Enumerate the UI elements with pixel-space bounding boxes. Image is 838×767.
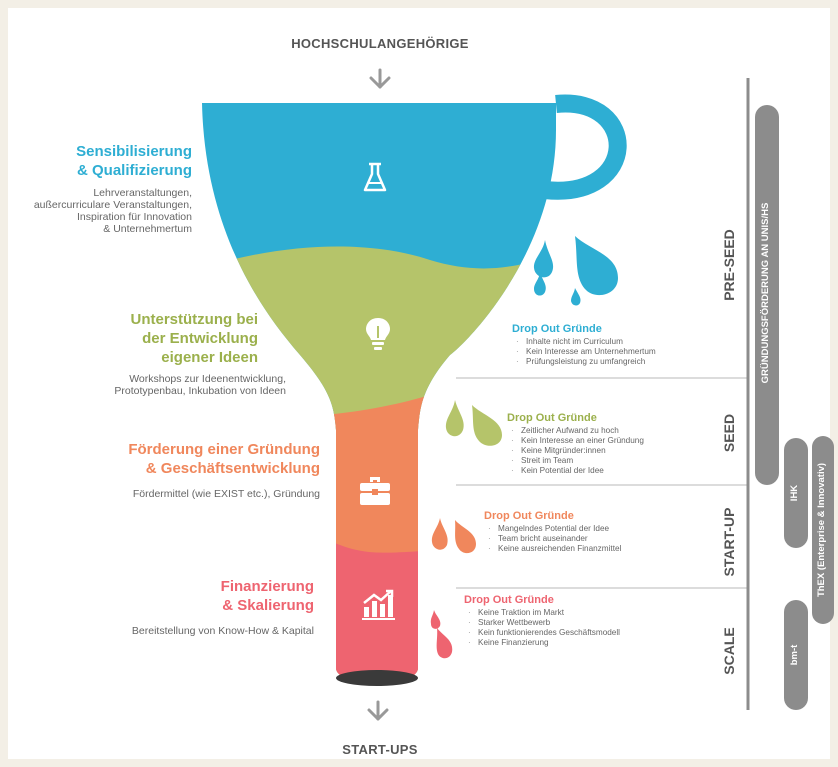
list-item: Inhalte nicht im Curriculum <box>516 337 722 347</box>
dropout-list-2: Drop Out Gründe Zeitlicher Aufwand zu ho… <box>507 412 722 476</box>
list-item: Keine Mitgründer:innen <box>511 446 722 456</box>
pill-ihk <box>784 438 808 548</box>
lightbulb-icon <box>366 318 390 350</box>
stage-3-description: Fördermittel (wie EXIST etc.), Gründung <box>132 488 320 500</box>
growth-chart-icon <box>362 589 395 620</box>
list-item: Starker Wettbewerb <box>468 618 694 628</box>
list-item: Prüfungsleistung zu umfangreich <box>516 357 722 367</box>
green-drops-icon <box>445 400 502 446</box>
red-drops-icon <box>430 610 453 659</box>
stage-1-title: Sensibilisierung & Qualifizierung <box>76 143 192 179</box>
list-item: Mangelndes Potential der Idee <box>488 524 699 534</box>
bottom-label: START-UPS <box>342 742 418 757</box>
stage-3-title: Förderung einer Gründung & Geschäftsentw… <box>128 441 320 477</box>
funnel-outlet <box>336 670 418 686</box>
pill-bm-t <box>784 600 808 710</box>
briefcase-icon <box>360 477 390 505</box>
orange-drops-icon <box>431 518 476 554</box>
list-item: Kein Interesse am Unternehmertum <box>516 347 722 357</box>
phase-label-pre-seed: PRE-SEED <box>721 229 737 301</box>
stage-1-description: Lehrveranstaltungen,außercurriculare Ver… <box>33 187 192 235</box>
list-item: Kein Potential der Idee <box>511 466 722 476</box>
pill-thex-label: ThEX (Enterprise & Innovativ) <box>816 462 827 598</box>
flask-icon <box>363 162 387 192</box>
stage-4-description: Bereitstellung von Know-How & Kapital <box>131 625 314 637</box>
phase-label-start-up: START-UP <box>721 507 737 577</box>
pill-gruendungsfoerderung <box>755 105 779 485</box>
pill-thex <box>812 436 834 624</box>
funnel-handle <box>544 94 627 200</box>
top-label: HOCHSCHULANGEHÖRIGE <box>291 36 469 51</box>
list-item: Streit im Team <box>511 456 722 466</box>
list-item: Team bricht auseinander <box>488 534 699 544</box>
dropout-list-4: Drop Out Gründe Keine Traktion im Markt … <box>464 594 694 648</box>
stage-2-title: Unterstützung bei der Entwicklung eigene… <box>130 311 259 366</box>
phase-label-seed: SEED <box>721 413 737 453</box>
list-item: Kein Interesse an einer Gründung <box>511 436 722 446</box>
phase-label-scale: SCALE <box>721 627 737 675</box>
blue-drops-icon <box>533 236 618 306</box>
dropout-list-3: Drop Out Gründe Mangelndes Potential der… <box>484 510 699 554</box>
list-item: Keine Traktion im Markt <box>468 608 694 618</box>
list-item: Zeitlicher Aufwand zu hoch <box>511 426 722 436</box>
pill-ihk-label: IHK <box>789 484 800 502</box>
stage-2-description: Workshops zur Ideenentwicklung,Prototype… <box>114 373 286 397</box>
arrow-down-icon <box>367 700 389 721</box>
pill-gruendungsfoerderung-label: GRÜNDUNGSFÖRDERUNG AN UNIS/HS <box>760 202 771 384</box>
list-item: Kein funktionierendes Geschäftsmodell <box>468 628 694 638</box>
stage-4-title: Finanzierung & Skalierung <box>220 578 314 614</box>
list-item: Keine ausreichenden Finanzmittel <box>488 544 699 554</box>
pill-bm-t-label: bm-t <box>789 644 800 666</box>
arrow-down-icon <box>369 68 391 89</box>
list-item: Keine Finanzierung <box>468 638 694 648</box>
dropout-list-1: Drop Out Gründe Inhalte nicht im Curricu… <box>512 323 722 367</box>
phase-dividers <box>456 377 748 589</box>
